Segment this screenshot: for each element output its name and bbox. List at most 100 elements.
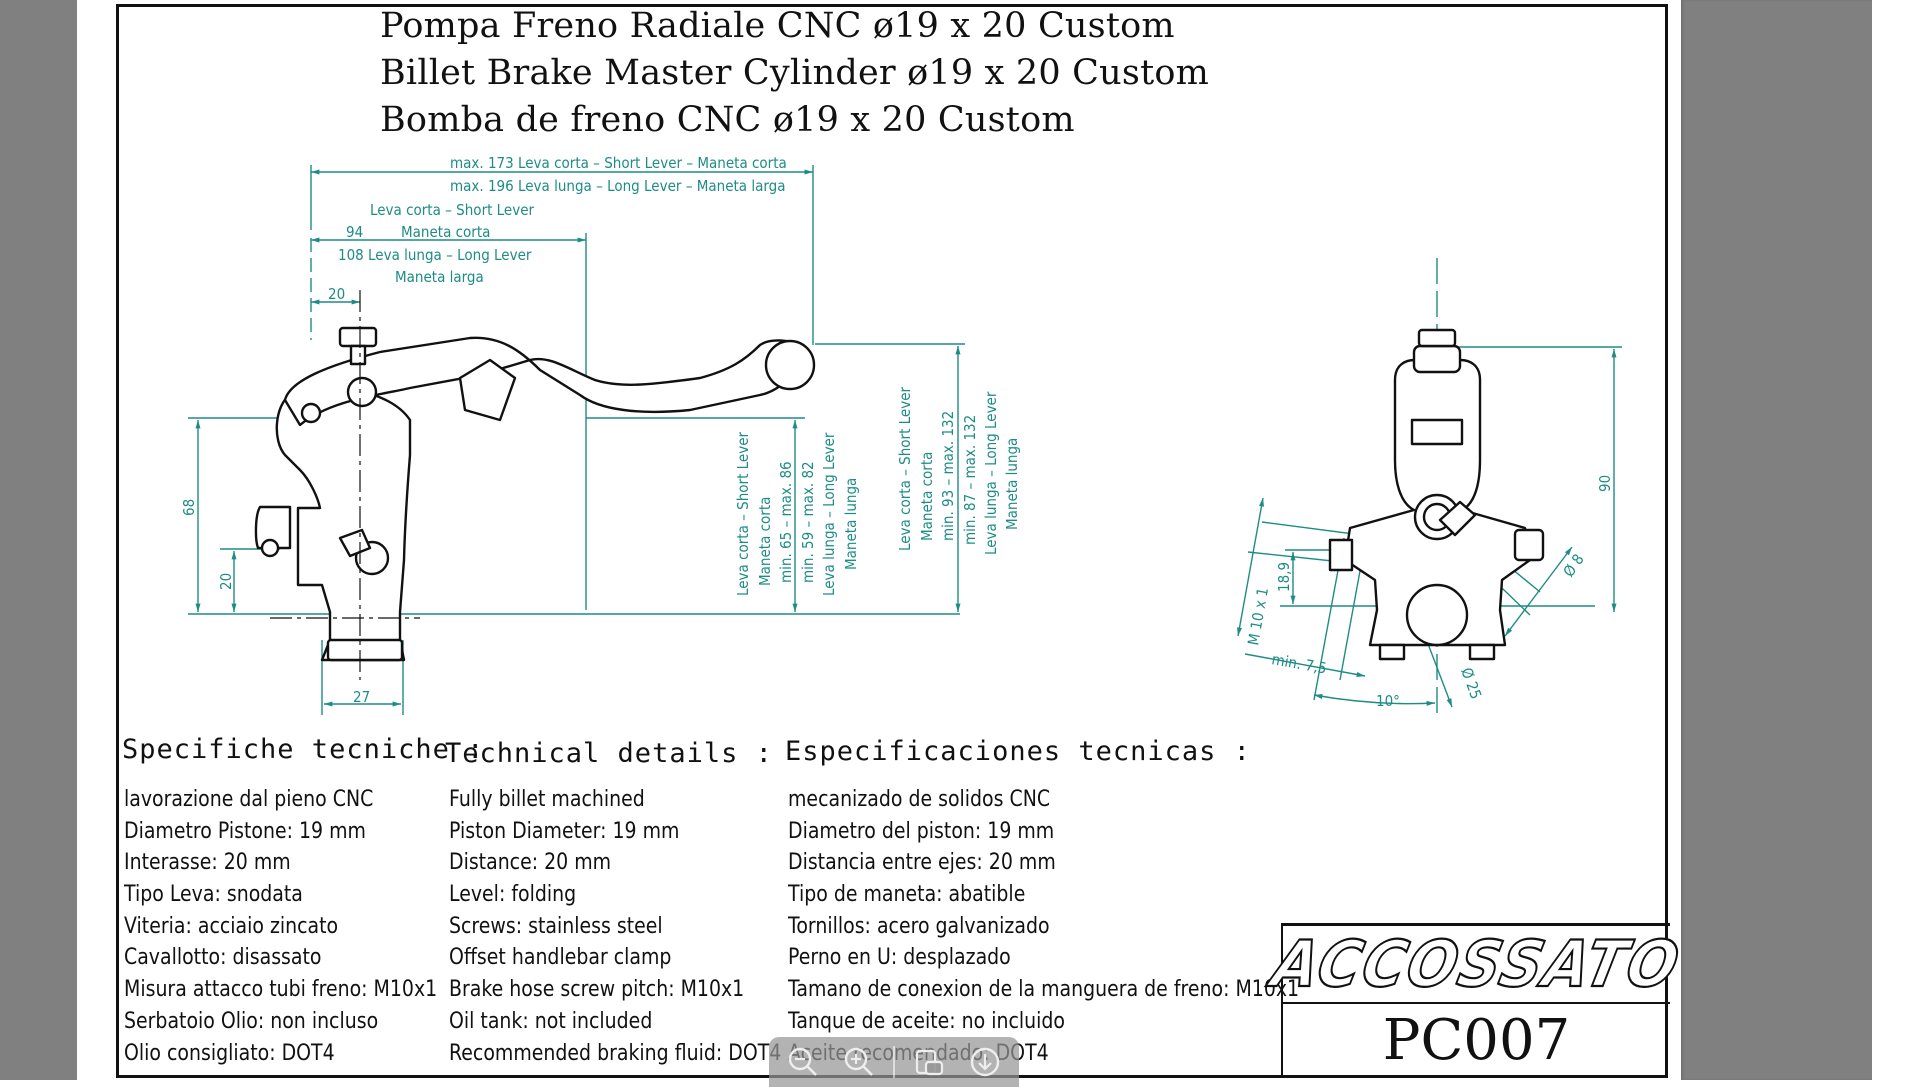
- clamp-bolt-left: [1378, 643, 1406, 661]
- master-cylinder-front-view: [1328, 328, 1545, 661]
- spec-item: Recommended braking fluid: DOT4: [449, 1040, 782, 1066]
- specs-list-english: Fully billet machined Piston Diameter: 1…: [449, 784, 835, 1069]
- toolbar-separator: [893, 1046, 895, 1078]
- spec-item: Tamano de conexion de la manguera de fre…: [788, 977, 1300, 1003]
- angle-10-dim: [1313, 694, 1436, 706]
- knob-stem: [349, 344, 367, 366]
- dim-text: Leva corta – Short Lever: [734, 431, 752, 596]
- dim-text: 108 Leva lunga – Long Lever: [338, 246, 532, 264]
- dim-text: 10°: [1376, 692, 1400, 710]
- spec-item: Distancia entre ejes: 20 mm: [788, 850, 1056, 876]
- side-centerlines: [270, 290, 420, 680]
- lever-pivot: [300, 402, 322, 424]
- dim-text: min. 7,5: [1270, 650, 1328, 677]
- spec-item: Piston Diameter: 19 mm: [449, 818, 680, 844]
- viewer-background-right: [1681, 0, 1872, 1080]
- master-cylinder-side-view: [254, 326, 816, 662]
- dim-text: 94: [346, 223, 363, 241]
- dim-text: max. 173 Leva corta – Short Lever – Mane…: [450, 154, 787, 172]
- zoom-in-icon: [844, 1047, 873, 1076]
- spec-item: Viteria: acciaio zincato: [124, 913, 339, 939]
- clamp-tab: [338, 528, 372, 558]
- front-lever-stub: [1438, 500, 1477, 537]
- spec-item: Serbatoio Olio: non incluso: [124, 1008, 379, 1034]
- dim-text: Maneta larga: [395, 268, 484, 286]
- dim-text: min. 65 – max. 86: [777, 461, 795, 583]
- lever-ball-end: [764, 339, 816, 391]
- zoom-out-button[interactable]: [781, 1042, 825, 1082]
- title-spanish: Bomba de freno CNC ø19 x 20 Custom: [380, 100, 1075, 140]
- part-code: PC007: [1382, 1008, 1571, 1073]
- download-icon: [970, 1047, 1000, 1077]
- dim-text: Maneta corta: [918, 452, 936, 541]
- spec-item: Level: folding: [449, 882, 577, 908]
- clamp-base: [326, 638, 404, 662]
- spec-item: Tipo Leva: snodata: [124, 882, 303, 908]
- spec-item: Perno en U: desplazado: [788, 945, 1011, 971]
- extension-line: [1339, 559, 1363, 681]
- rotate-icon: [915, 1049, 944, 1076]
- spec-item: Tornillos: acero galvanizado: [788, 913, 1050, 939]
- spec-item: Tanque de aceite: no incluido: [788, 1008, 1066, 1034]
- dim-text: Ø 25: [1457, 665, 1485, 701]
- rotate-button[interactable]: [907, 1042, 951, 1082]
- title-english: Billet Brake Master Cylinder ø19 x 20 Cu…: [380, 53, 1209, 93]
- brand-logo: ACCOSSATO: [1265, 926, 1688, 1003]
- part-code-cell: PC007: [1283, 1002, 1670, 1079]
- dim-text: Maneta lunga: [1003, 438, 1021, 530]
- spec-item: Brake hose screw pitch: M10x1: [449, 977, 745, 1003]
- title-block: ACCOSSATO PC007: [1265, 924, 1688, 1079]
- spec-item: Distance: 20 mm: [449, 850, 612, 876]
- spec-item: Offset handlebar clamp: [449, 945, 672, 971]
- specs-heading-english: Technical details :: [445, 738, 773, 769]
- spec-item: mecanizado de solidos CNC: [788, 787, 1051, 812]
- download-button[interactable]: [963, 1042, 1007, 1082]
- dim-text: Leva corta – Short Lever: [370, 201, 535, 219]
- dim-text: Leva corta – Short Lever: [896, 386, 914, 551]
- front-banjo-left: [1328, 538, 1354, 572]
- clamp-bolt-right: [1468, 643, 1496, 661]
- banjo-fitting: [254, 505, 292, 550]
- front-window: [1410, 418, 1464, 446]
- spec-item: Diametro del piston: 19 mm: [788, 818, 1055, 844]
- spec-item: lavorazione dal pieno CNC: [124, 787, 374, 812]
- dim-text: 20: [328, 285, 345, 303]
- dim-text: max. 196 Leva lunga – Long Lever – Manet…: [450, 177, 786, 195]
- specs-list-italian: lavorazione dal pieno CNC Diametro Pisto…: [124, 784, 488, 1069]
- dim-text: Maneta corta: [756, 497, 774, 586]
- dim-text: min. 59 – max. 82: [799, 461, 817, 583]
- handlebar-clamp: [1405, 583, 1469, 647]
- dim-text: 68: [180, 499, 198, 516]
- banjo-port: [260, 538, 280, 558]
- image-viewer-toolbar: [769, 1037, 1019, 1087]
- spec-item: Cavallotto: disassato: [124, 945, 322, 971]
- dim-text: min. 93 – max. 132: [939, 411, 957, 541]
- adjuster-knob: [338, 326, 378, 348]
- spec-item: Fully billet machined: [449, 787, 645, 812]
- spec-item: Interasse: 20 mm: [124, 850, 291, 876]
- zoom-in-button[interactable]: [837, 1042, 881, 1082]
- front-knob-housing: [1412, 344, 1462, 374]
- viewer-background-left: [0, 0, 77, 1080]
- dim-text: 27: [353, 688, 370, 706]
- dim-text: M 10 x 1: [1244, 586, 1272, 646]
- spec-item: Diametro Pistone: 19 mm: [124, 818, 366, 844]
- front-banjo-right: [1513, 528, 1545, 562]
- min-7-5-dim: [1244, 653, 1366, 677]
- dim-text: Leva lunga – Long Lever: [982, 391, 1000, 555]
- dim-text: 18,9: [1275, 562, 1293, 592]
- pivot-bolt: [346, 376, 378, 408]
- specs-heading-spanish: Especificaciones tecnicas :: [785, 736, 1251, 767]
- side-view-dimensions: [188, 165, 965, 715]
- dim-text: 90: [1596, 475, 1614, 492]
- spec-item: Misura attacco tubi freno: M10x1: [124, 977, 438, 1003]
- zoom-out-icon: [788, 1047, 817, 1076]
- brand-logo-cell: ACCOSSATO: [1265, 926, 1688, 1004]
- dim-text: Ø 8: [1560, 551, 1588, 581]
- specs-heading-italian: Specifiche tecniche :: [122, 734, 485, 765]
- title-italian: Pompa Freno Radiale CNC ø19 x 20 Custom: [380, 6, 1175, 46]
- specs-list-spanish: mecanizado de solidos CNC Diametro del p…: [788, 784, 1382, 1069]
- spec-item: Screws: stainless steel: [449, 913, 663, 939]
- dim-text: min. 87 – max. 132: [961, 415, 979, 545]
